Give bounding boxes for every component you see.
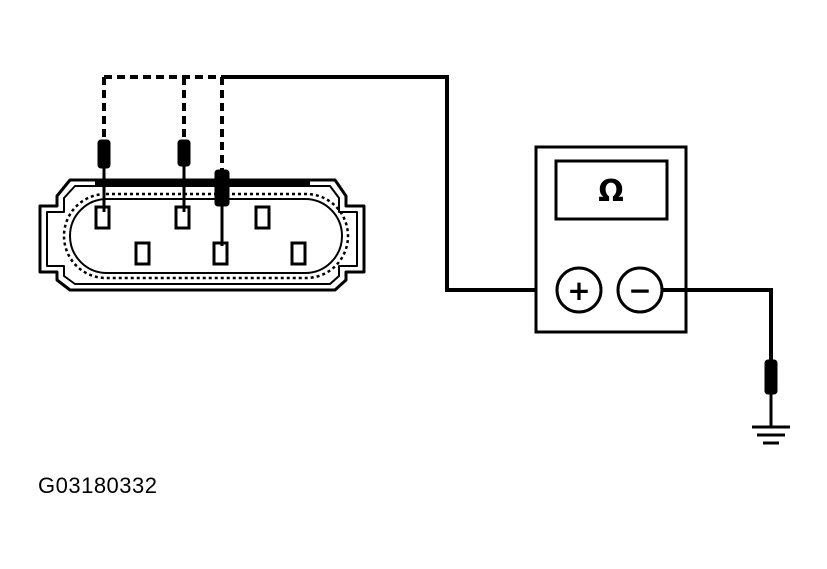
pin-5 [212, 241, 229, 266]
probe-icon [97, 139, 230, 246]
meter-display [554, 159, 669, 221]
connector-pins [94, 205, 307, 266]
ohm-symbol: Ω [598, 174, 624, 209]
figure-id: G03180332 [38, 473, 158, 498]
pin-4 [134, 241, 151, 266]
connector-icon [38, 178, 366, 292]
pin-6 [290, 241, 307, 266]
pin-3 [254, 205, 271, 230]
negative-lead-wire [662, 288, 773, 360]
positive-terminal [555, 266, 603, 314]
positive-lead-wire [222, 75, 558, 292]
positive-terminal-label: + [567, 274, 590, 307]
ground-probe [764, 359, 778, 427]
multimeter-icon [534, 145, 688, 334]
dashed-leads [102, 77, 224, 170]
negative-terminal-label: − [628, 274, 651, 307]
ground-symbol-icon [752, 425, 790, 445]
